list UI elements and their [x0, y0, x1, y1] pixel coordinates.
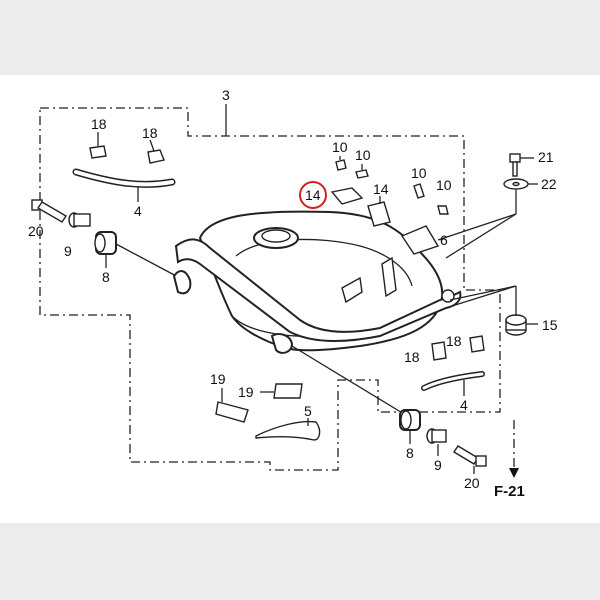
callout-8b: 8: [406, 445, 414, 461]
strip-5: [255, 420, 321, 441]
tab-10-b: [355, 169, 369, 179]
callout-18d: 18: [446, 333, 462, 349]
callout-19b: 19: [238, 384, 254, 400]
fuel-tank: [198, 210, 444, 352]
callout-5: 5: [304, 403, 312, 419]
leader-8a-line: [115, 243, 181, 279]
tab-10-c: [413, 183, 425, 199]
callout-18a: 18: [91, 116, 107, 132]
pad-18-top-right: [147, 149, 165, 164]
collar-9-right: [426, 428, 447, 444]
leader-6b: [445, 213, 517, 259]
callout-4b: 4: [460, 397, 468, 413]
callout-21: 21: [538, 149, 554, 165]
pad-19-right: [273, 383, 303, 399]
callout-14-highlighted: 14: [305, 187, 321, 203]
callout-4a: 4: [134, 203, 142, 219]
callout-3: 3: [222, 87, 230, 103]
tab-10-d: [437, 205, 449, 215]
page-reference[interactable]: F-21: [494, 483, 525, 500]
callout-20b: 20: [464, 475, 480, 491]
callout-10a: 10: [332, 139, 348, 155]
pad-14-right: [367, 201, 391, 227]
highlight-ring-14: [299, 181, 327, 209]
collar-9-left: [68, 212, 91, 228]
bolt-20-left: [31, 199, 67, 223]
callout-9b: 9: [434, 457, 442, 473]
tank-bracket: [172, 238, 462, 354]
grommet-15: [505, 314, 527, 336]
leader-6: [437, 213, 517, 241]
callout-15: 15: [542, 317, 558, 333]
ref-arrow-head: [509, 468, 519, 478]
leader-18b: [149, 139, 155, 152]
leader-8b-line: [291, 345, 405, 415]
callout-19a: 19: [210, 371, 226, 387]
callout-9a: 9: [64, 243, 72, 259]
pad-19-left: [215, 401, 249, 423]
leader-15-b: [451, 285, 517, 307]
sheet-6: [400, 225, 440, 255]
pad-18-lower-left: [431, 341, 447, 361]
pad-18-lower-right: [469, 335, 485, 353]
pad-14-left: [330, 187, 364, 205]
callout-20a: 20: [28, 223, 44, 239]
callout-10d: 10: [436, 177, 452, 193]
tab-10-a: [335, 159, 347, 171]
bushing-8-left: [94, 231, 117, 255]
callout-10b: 10: [355, 147, 371, 163]
leader-15-a: [449, 285, 517, 301]
pad-18-top-left: [89, 145, 107, 159]
callout-6: 6: [440, 232, 448, 248]
bolt-21: [509, 153, 521, 177]
callout-18b: 18: [142, 125, 158, 141]
callout-18c: 18: [404, 349, 420, 365]
callout-22: 22: [541, 176, 557, 192]
bolt-20-right: [453, 445, 487, 467]
assembly-boundary: [39, 107, 501, 471]
callout-10c: 10: [411, 165, 427, 181]
callout-8a: 8: [102, 269, 110, 285]
tube-4-lower-inner: [422, 372, 484, 390]
washer-22: [503, 178, 529, 190]
tube-4-top-inner: [74, 170, 174, 187]
bushing-8-right: [399, 409, 421, 431]
callout-14b: 14: [373, 181, 389, 197]
